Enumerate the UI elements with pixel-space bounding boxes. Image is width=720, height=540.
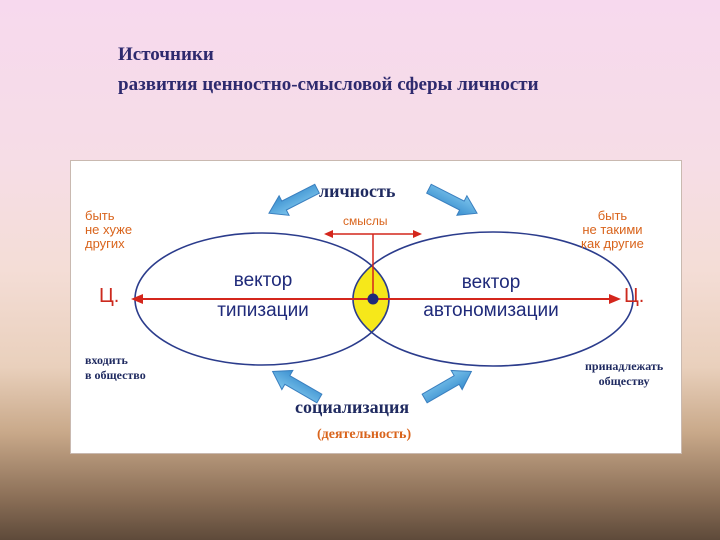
left-top-note: быть не хуже других (85, 209, 132, 251)
arrow-top-right (426, 183, 478, 216)
right-top-note-line-3: как другие (581, 236, 644, 251)
left-vector-label: вектор типизации (199, 269, 327, 323)
right-vector-label: вектор автономизации (411, 271, 571, 323)
slide-title: Источники развития ценностно-смысловой с… (118, 40, 539, 100)
title-line-1: Источники (118, 44, 214, 65)
right-top-note-line-1: быть (597, 208, 628, 223)
right-bottom-note-line-1: принадлежать (585, 359, 664, 373)
right-bottom-note-line-2: обществу (598, 374, 650, 388)
left-top-note-line-2: не хуже (85, 222, 133, 237)
left-top-note-line-1: быть (85, 208, 115, 223)
meanings-arrow-left (324, 230, 333, 238)
right-bottom-note: принадлежать обществу (585, 359, 663, 389)
title-line-2: развития ценностно-смысловой сферы лично… (118, 74, 539, 95)
left-bottom-note-line-1: входить (85, 353, 128, 367)
right-vector-line-1: вектор (461, 272, 521, 293)
right-value-label: Ц. (624, 285, 645, 307)
socialization-label: социализация (295, 397, 410, 417)
left-bottom-note-line-2: в общество (85, 368, 146, 382)
activity-label: (деятельность) (317, 427, 412, 442)
arrow-bottom-left (271, 369, 323, 404)
axis-arrow-left (131, 294, 143, 304)
meanings-label: смыслы (343, 214, 388, 228)
right-top-note: быть не такими как другие (581, 209, 644, 251)
personality-label: личность (319, 181, 396, 201)
right-vector-line-2: автономизации (423, 300, 559, 321)
diagram-graphic (131, 183, 634, 404)
arrow-top-left (268, 183, 320, 216)
left-vector-line-2: типизации (217, 300, 309, 321)
arrow-bottom-right (421, 369, 473, 404)
axis-arrow-right (609, 294, 621, 304)
center-dot (367, 293, 379, 305)
left-bottom-note: входить в общество (85, 353, 146, 383)
diagram-panel: личность смыслы быть не хуже других быть… (70, 160, 682, 454)
left-top-note-line-3: других (85, 236, 125, 251)
meanings-arrow-right (413, 230, 422, 238)
left-value-label: Ц. (99, 285, 120, 307)
right-top-note-line-2: не такими (582, 222, 643, 237)
left-vector-line-1: вектор (233, 270, 293, 291)
